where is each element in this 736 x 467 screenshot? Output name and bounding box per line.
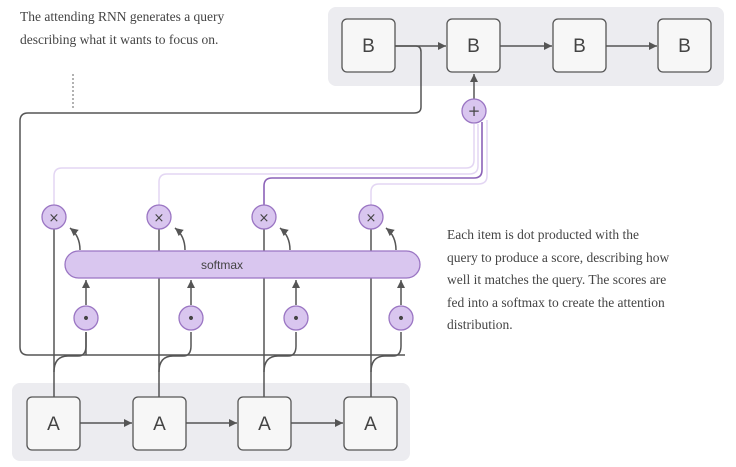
decoder-node-label: B (467, 36, 480, 57)
softmax-arrow-1 (69, 227, 81, 251)
times-icon: × (259, 211, 270, 226)
encoder-panel (12, 383, 410, 461)
plus-icon: + (468, 102, 481, 120)
softmax-bar: softmax (64, 250, 421, 279)
sum-operator: + (461, 98, 487, 124)
multiply-operator-2: × (146, 204, 172, 230)
dot-operator-2: • (178, 305, 204, 331)
attention-line-2 (158, 124, 479, 205)
dot-inputs-1 (53, 280, 90, 373)
softmax-arrow-4 (385, 227, 397, 251)
dot-icon: • (397, 311, 405, 327)
attention-line-1 (53, 124, 475, 205)
dot-inputs-2 (158, 280, 195, 373)
decoder-node-label: B (573, 36, 586, 57)
dot-operator-1: • (73, 305, 99, 331)
encoder-node-1: A (26, 396, 81, 451)
attention-line-3 (263, 122, 483, 205)
decoder-node-4: B (657, 18, 712, 73)
softmax-arrow-3 (279, 227, 291, 251)
decoder-node-label: B (678, 36, 691, 57)
attention-line-4 (370, 120, 488, 205)
softmax-arrow-2 (174, 227, 186, 251)
times-icon: × (366, 211, 377, 226)
dot-operator-3: • (283, 305, 309, 331)
multiply-operator-4: × (358, 204, 384, 230)
query-path (19, 45, 422, 356)
dot-inputs-4 (370, 280, 405, 373)
dot-operator-4: • (388, 305, 414, 331)
encoder-node-4: A (343, 396, 398, 451)
decoder-node-label: B (362, 36, 375, 57)
multiply-operator-3: × (251, 204, 277, 230)
decoder-node-1: B (341, 18, 396, 73)
encoder-node-label: A (153, 414, 166, 435)
dot-icon: • (82, 311, 90, 327)
encoder-node-2: A (132, 396, 187, 451)
decoder-node-2: B (446, 18, 501, 73)
score-annotation: Each item is dot producted with the quer… (447, 227, 670, 332)
times-icon: × (49, 211, 60, 226)
query-annotation: The attending RNN generates a query desc… (20, 9, 225, 47)
encoder-node-label: A (258, 414, 271, 435)
encoder-node-3: A (237, 396, 292, 451)
softmax-label: softmax (201, 258, 243, 272)
multiply-operator-1: × (41, 204, 67, 230)
encoder-node-label: A (364, 414, 377, 435)
encoder-node-label: A (47, 414, 60, 435)
times-icon: × (154, 211, 165, 226)
dot-icon: • (187, 311, 195, 327)
decoder-node-3: B (552, 18, 607, 73)
dot-icon: • (292, 311, 300, 327)
dot-inputs-3 (263, 280, 300, 373)
